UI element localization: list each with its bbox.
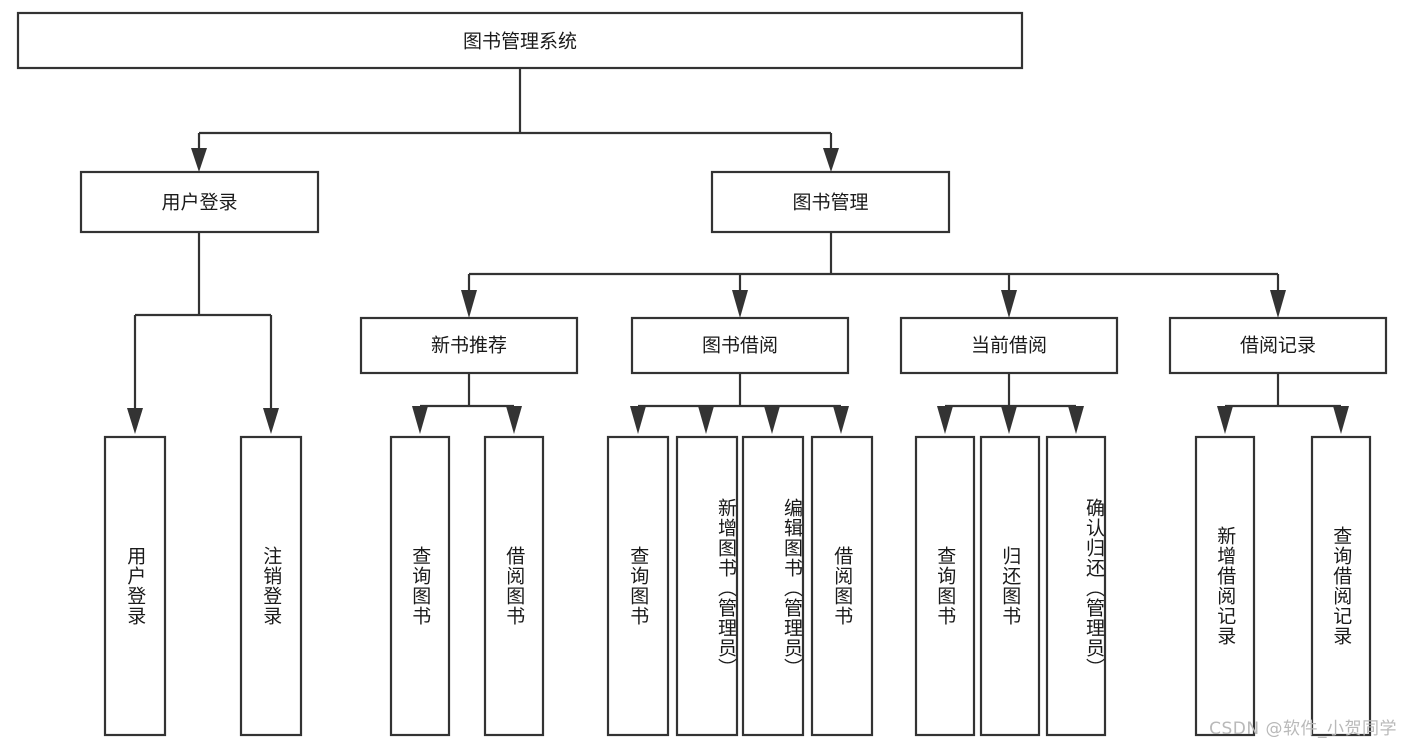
watermark-text: CSDN @软件_小贺同学 — [1209, 719, 1397, 739]
arrow-head-level3-2 — [732, 290, 748, 318]
arrow-head-level3-4 — [1270, 290, 1286, 318]
leaf-box-recommend-1[interactable] — [389, 435, 451, 737]
leaf-box-borrow-1[interactable] — [606, 435, 670, 737]
arrow-head-current-1 — [937, 406, 953, 434]
arrow-head-record-1 — [1217, 406, 1233, 434]
leaf-box-borrow-3[interactable] — [741, 435, 805, 737]
arrow-head-current-2 — [1001, 406, 1017, 434]
node-label-user-login: 用户登录 — [161, 192, 237, 214]
arrow-head-recommend-2 — [506, 406, 522, 434]
connector-group-recommend — [412, 373, 522, 434]
leaf-box-user-login-1[interactable] — [103, 435, 167, 737]
node-box-root[interactable] — [16, 11, 1024, 70]
arrow-head-borrow-1 — [630, 406, 646, 434]
node-box-user-login[interactable] — [79, 170, 320, 234]
arrow-head-recommend-1 — [412, 406, 428, 434]
node-label-root: 图书管理系统 — [463, 31, 577, 53]
arrow-head-level3-1 — [461, 290, 477, 318]
node-label-borrow-record: 借阅记录 — [1240, 335, 1316, 357]
arrow-head-userlogin-1 — [127, 408, 143, 434]
connector-group-root — [191, 68, 839, 172]
node-label-book-borrow: 图书借阅 — [702, 335, 778, 357]
node-box-book-management[interactable] — [710, 170, 951, 234]
arrow-head-level3-3 — [1001, 290, 1017, 318]
node-box-borrow-record[interactable] — [1168, 316, 1388, 375]
leaf-box-current-3[interactable] — [1045, 435, 1107, 737]
arrow-head-borrow-2 — [698, 406, 714, 434]
leaf-box-record-1[interactable] — [1194, 435, 1256, 737]
node-box-current-borrow[interactable] — [899, 316, 1119, 375]
connector-group-borrow — [630, 373, 849, 434]
leaf-box-user-login-2[interactable] — [239, 435, 303, 737]
arrow-head-level2-1 — [191, 148, 207, 172]
leaf-box-borrow-2[interactable] — [675, 435, 739, 737]
node-box-book-borrow[interactable] — [630, 316, 850, 375]
leaf-box-current-1[interactable] — [914, 435, 976, 737]
node-box-new-book-recommend[interactable] — [359, 316, 579, 375]
arrow-head-borrow-4 — [833, 406, 849, 434]
arrow-head-borrow-3 — [764, 406, 780, 434]
leaf-box-current-2[interactable] — [979, 435, 1041, 737]
connector-group-record — [1217, 373, 1349, 434]
node-label-book-management: 图书管理 — [792, 192, 868, 214]
arrow-head-level2-2 — [823, 148, 839, 172]
connector-group-current — [937, 373, 1084, 434]
connector-group-book-mgmt — [461, 232, 1286, 318]
leaf-box-borrow-4[interactable] — [810, 435, 874, 737]
arrow-head-current-3 — [1068, 406, 1084, 434]
leaf-box-record-2[interactable] — [1310, 435, 1372, 737]
connector-group-user-login — [127, 232, 279, 434]
arrow-head-userlogin-2 — [263, 408, 279, 434]
node-label-current-borrow: 当前借阅 — [971, 335, 1047, 357]
arrow-head-record-2 — [1333, 406, 1349, 434]
leaf-box-recommend-2[interactable] — [483, 435, 545, 737]
node-label-new-book-recommend: 新书推荐 — [431, 335, 507, 357]
